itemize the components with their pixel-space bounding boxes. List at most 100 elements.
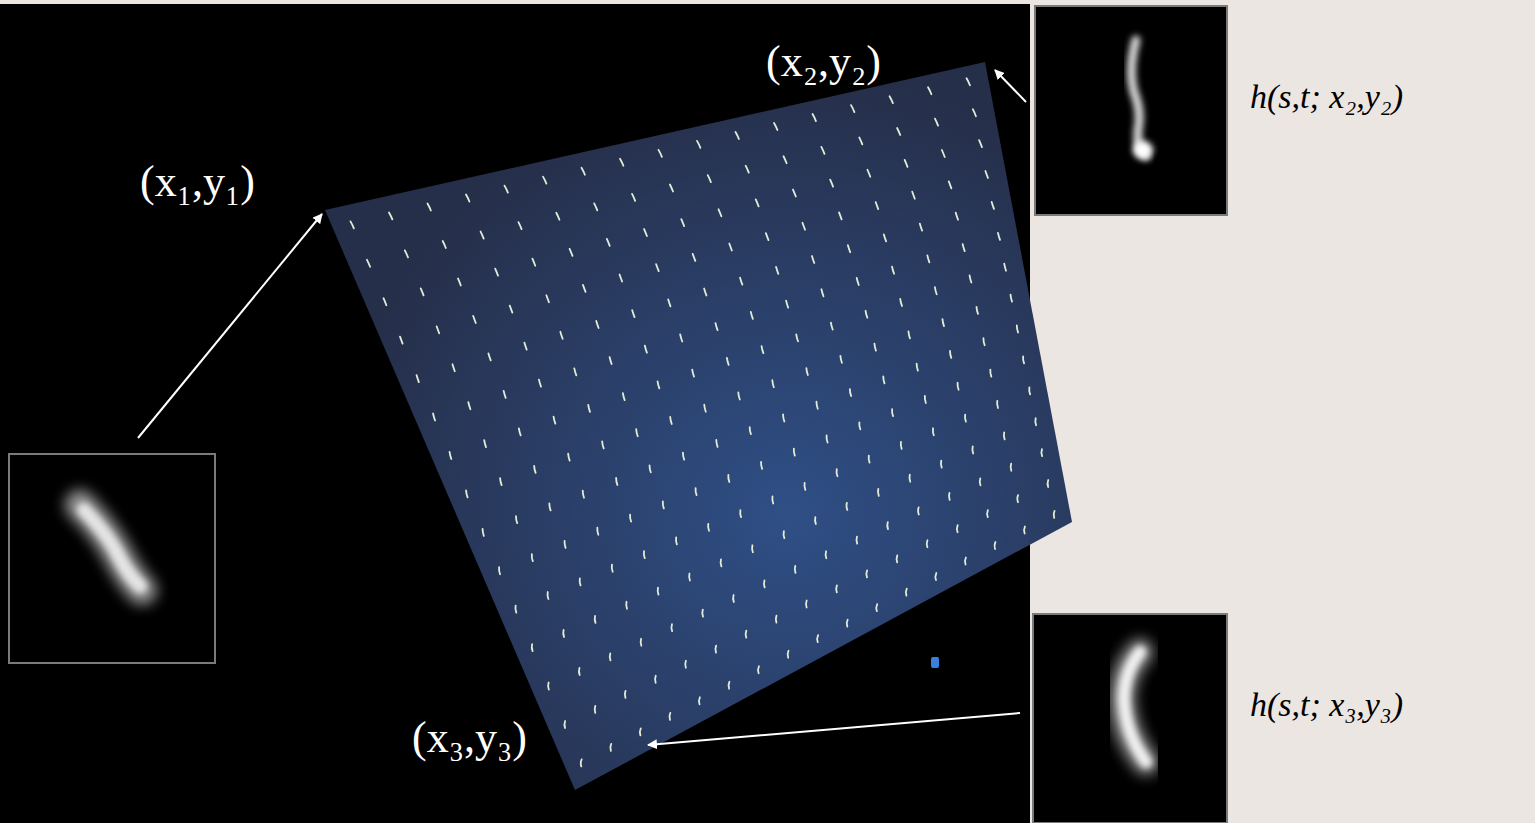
- grid-dot: [958, 383, 959, 390]
- grid-dot: [825, 551, 828, 558]
- grid-dot: [932, 428, 935, 435]
- grid-dot: [859, 137, 862, 144]
- grid-dot: [892, 409, 893, 416]
- grid-dot: [892, 267, 894, 274]
- grid-dot: [761, 462, 762, 469]
- grid-dot: [714, 646, 717, 653]
- grid-dot: [927, 255, 929, 262]
- grid-dot: [405, 250, 408, 257]
- grid-dot: [942, 150, 945, 157]
- grid-dot: [739, 510, 742, 517]
- grid-dot: [620, 159, 623, 166]
- grid-dot: [639, 728, 642, 735]
- grid-dot: [884, 234, 886, 241]
- grid-dot: [680, 334, 682, 341]
- grid-dot: [581, 168, 584, 175]
- grid-dot: [1023, 356, 1024, 363]
- grid-dot: [783, 414, 784, 421]
- grid-dot: [973, 109, 976, 116]
- dot-grid: [350, 78, 1054, 766]
- grid-dot: [787, 651, 790, 658]
- grid-dot: [524, 343, 526, 350]
- grid-dot: [802, 223, 805, 230]
- grid-dot: [1034, 418, 1037, 425]
- grid-dot: [684, 661, 687, 668]
- grid-dot: [488, 353, 490, 360]
- grid-dot: [643, 551, 646, 558]
- grid-dot: [821, 147, 824, 154]
- grid-dot: [816, 402, 817, 409]
- grid-dot: [840, 356, 842, 363]
- grid-dot: [668, 299, 670, 306]
- grid-dot: [850, 389, 851, 396]
- grid-dot: [716, 323, 718, 330]
- grid-dot: [671, 624, 674, 631]
- grid-dot: [389, 212, 392, 219]
- grid-dot: [583, 491, 584, 498]
- grid-dot: [986, 510, 989, 517]
- grid-dot: [720, 559, 723, 566]
- grid-dot: [1041, 449, 1044, 456]
- psf-inset: [9, 454, 215, 663]
- grid-dot: [610, 357, 612, 364]
- grid-dot: [657, 588, 660, 595]
- grid-dot: [543, 177, 546, 184]
- grid-dot: [876, 202, 879, 209]
- grid-dot: [704, 405, 706, 412]
- screen: [325, 62, 1072, 790]
- grid-dot: [620, 275, 623, 282]
- grid-dot: [926, 540, 929, 547]
- grid-dot: [925, 396, 926, 403]
- grid-dot: [912, 192, 915, 199]
- grid-dot: [964, 558, 967, 565]
- grid-dot: [670, 185, 673, 192]
- grid-dot: [830, 180, 833, 187]
- grid-dot: [499, 567, 500, 574]
- grid-dot: [433, 414, 435, 421]
- grid-dot: [417, 375, 419, 382]
- grid-dot: [736, 132, 739, 139]
- grid-dot: [750, 427, 751, 434]
- psf-label: h(s,t; x₃,y₃): [1250, 688, 1403, 722]
- grid-dot: [732, 595, 735, 602]
- grid-dot: [602, 441, 604, 448]
- grid-dot: [772, 380, 774, 387]
- psf-inset: [1035, 6, 1227, 215]
- grid-dot: [839, 212, 842, 219]
- grid-dot: [607, 239, 610, 246]
- grid-dot: [877, 489, 880, 496]
- grid-dot: [708, 175, 711, 182]
- grid-dot: [794, 449, 795, 456]
- grid-dot: [996, 401, 999, 408]
- grid-dot: [719, 209, 722, 216]
- grid-dot: [771, 497, 774, 504]
- grid-dot: [762, 346, 764, 353]
- grid-dot: [806, 368, 808, 375]
- grid-dot: [458, 278, 461, 285]
- grid-dot: [675, 537, 678, 544]
- grid-dot: [556, 213, 559, 220]
- grid-dot: [623, 393, 625, 400]
- grid-dot: [816, 635, 819, 642]
- grid-dot: [547, 683, 550, 690]
- grid-dot: [794, 566, 797, 573]
- grid-dot: [616, 478, 617, 485]
- grid-dot: [813, 114, 816, 121]
- grid-dot: [624, 691, 627, 698]
- grid-dot: [636, 429, 638, 436]
- grid-dot: [867, 170, 870, 177]
- grid-dot: [516, 516, 517, 523]
- grid-dot: [977, 307, 979, 314]
- grid-dot: [940, 461, 943, 468]
- grid-dot: [775, 616, 778, 623]
- grid-dot: [692, 370, 694, 377]
- grid-dot: [874, 344, 876, 351]
- grid-dot: [644, 229, 647, 236]
- grid-dot: [950, 351, 951, 358]
- grid-dot: [1003, 432, 1006, 439]
- grid-dot: [836, 469, 839, 476]
- grid-dot: [697, 141, 700, 148]
- grid-dot: [421, 288, 424, 295]
- grid-dot: [868, 456, 871, 463]
- grid-dot: [796, 334, 798, 341]
